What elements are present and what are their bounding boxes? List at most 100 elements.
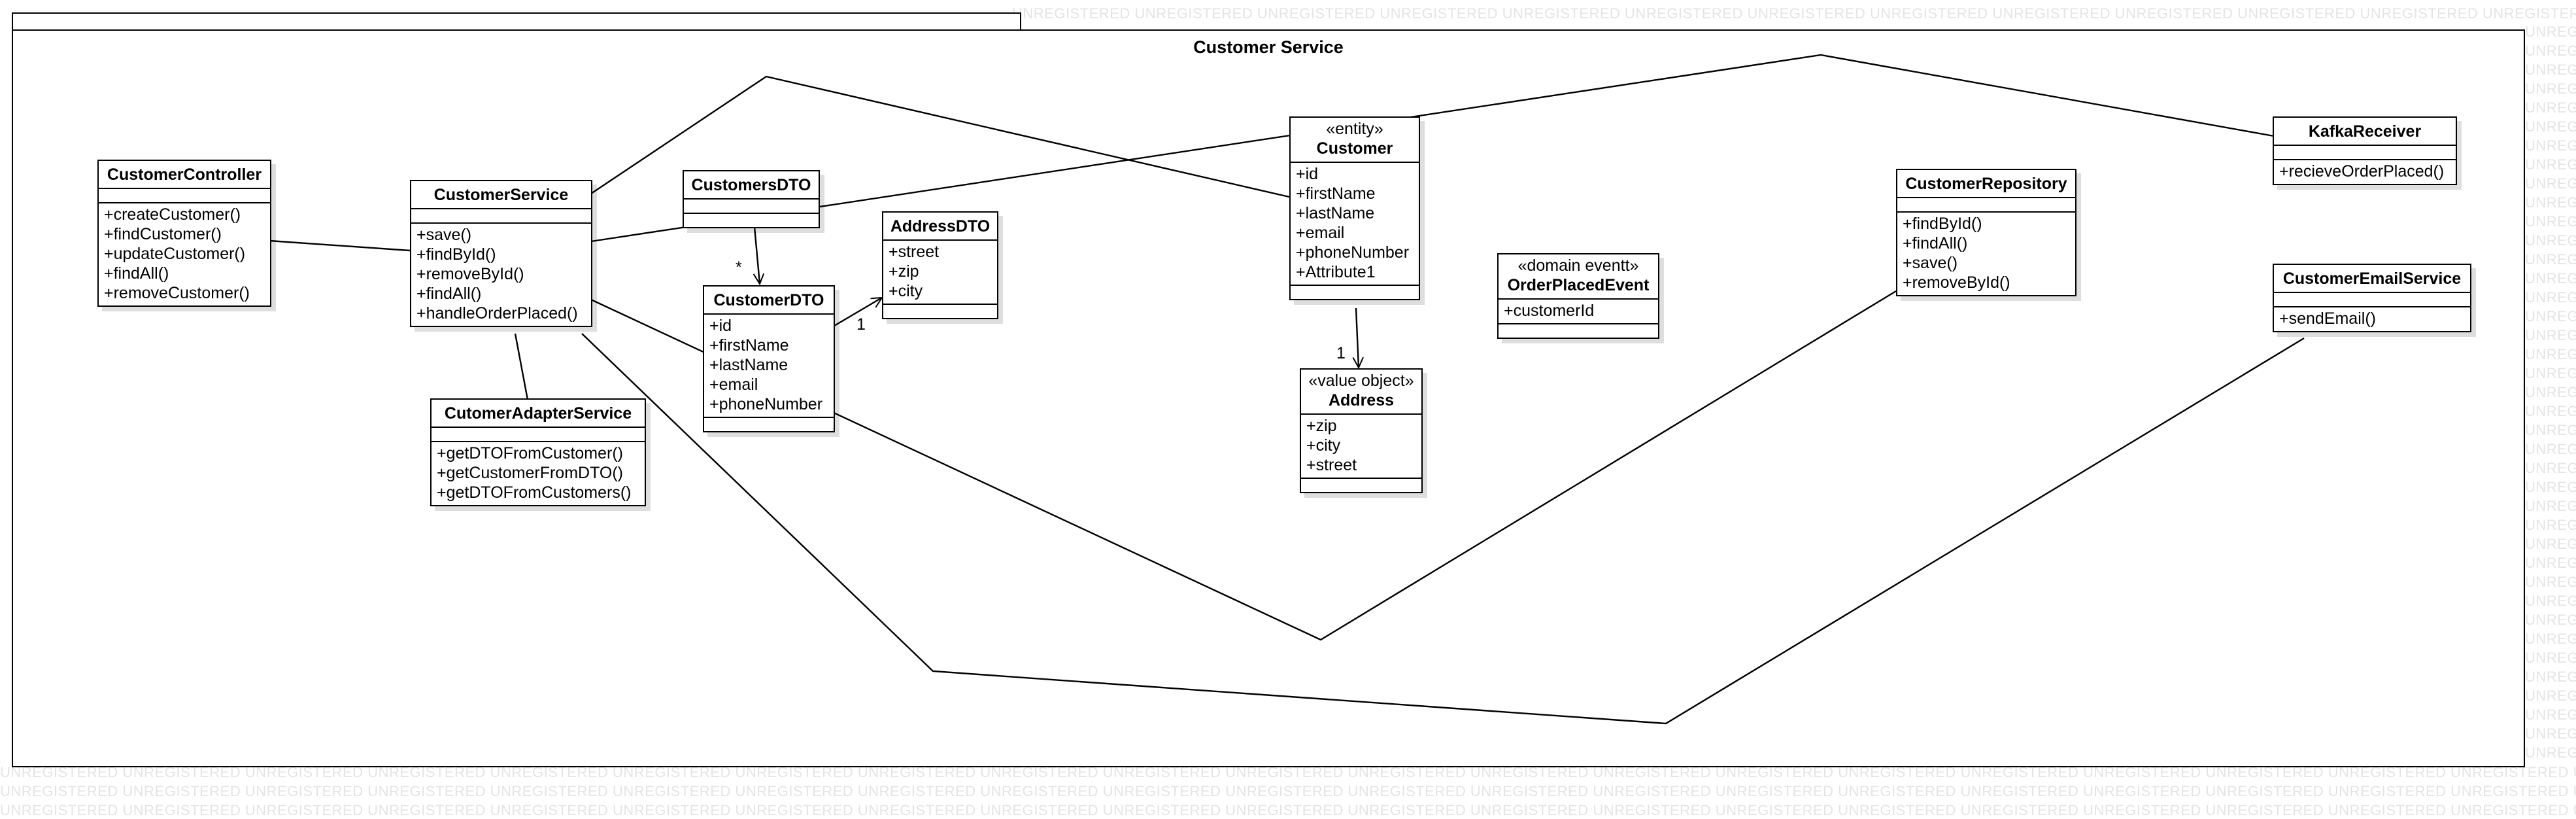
- watermark-text: UNREGISTERED UNREGISTERED UNREGISTERED U…: [2525, 403, 2576, 419]
- stereotype: «entity»: [1326, 120, 1383, 138]
- address-value-object-class[interactable]: «value object» Address +zip +city +stree…: [1300, 368, 1423, 493]
- watermark-text: UNREGISTERED UNREGISTERED UNREGISTERED U…: [0, 802, 2576, 818]
- customers-dto-class[interactable]: CustomersDTO: [683, 170, 820, 228]
- watermark-text: UNREGISTERED UNREGISTERED UNREGISTERED U…: [2525, 118, 2576, 135]
- watermark-text: UNREGISTERED UNREGISTERED UNREGISTERED U…: [2525, 24, 2576, 40]
- watermark-text: UNREGISTERED UNREGISTERED UNREGISTERED U…: [2525, 308, 2576, 324]
- attributes-compartment: +zip +city +street: [1301, 413, 1421, 478]
- watermark-text: UNREGISTERED UNREGISTERED UNREGISTERED U…: [2525, 365, 2576, 381]
- operation: +removeById(): [1903, 273, 2010, 292]
- watermark-text: UNREGISTERED UNREGISTERED UNREGISTERED U…: [2525, 536, 2576, 552]
- watermark-text: UNREGISTERED UNREGISTERED UNREGISTERED U…: [2525, 384, 2576, 400]
- attribute: +phoneNumber: [709, 395, 823, 413]
- operations-compartment: [1291, 285, 1419, 299]
- attribute: +street: [1306, 456, 1357, 474]
- watermark-text: UNREGISTERED UNREGISTERED UNREGISTERED U…: [2525, 175, 2576, 192]
- operation: +save(): [416, 226, 472, 244]
- watermark-text: UNREGISTERED UNREGISTERED UNREGISTERED U…: [2525, 270, 2576, 287]
- watermark-text: UNREGISTERED UNREGISTERED UNREGISTERED U…: [2525, 593, 2576, 609]
- operations-compartment: [684, 213, 819, 227]
- attribute: +customerId: [1504, 302, 1595, 320]
- multiplicity-many: *: [736, 258, 742, 277]
- attribute: +zip: [889, 262, 919, 281]
- watermark-text: UNREGISTERED UNREGISTERED UNREGISTERED U…: [2525, 232, 2576, 249]
- attribute: +zip: [1306, 417, 1337, 435]
- operation: +findCustomer(): [104, 225, 222, 243]
- class-name: CutomerAdapterService: [444, 404, 632, 423]
- operations-compartment: +recieveOrderPlaced(): [2274, 159, 2456, 184]
- watermark-text: UNREGISTERED UNREGISTERED UNREGISTERED U…: [2525, 612, 2576, 628]
- attribute: +phoneNumber: [1296, 243, 1410, 262]
- customer-repository-class[interactable]: CustomerRepository +findById() +findAll(…: [1896, 169, 2076, 296]
- attribute: +id: [709, 317, 732, 335]
- watermark-text: UNREGISTERED UNREGISTERED UNREGISTERED U…: [2525, 706, 2576, 723]
- watermark-text: UNREGISTERED UNREGISTERED UNREGISTERED U…: [2525, 574, 2576, 590]
- operation: +recieveOrderPlaced(): [2279, 162, 2445, 181]
- stereotype: «domain eventt»: [1517, 256, 1639, 275]
- watermark-text: UNREGISTERED UNREGISTERED UNREGISTERED U…: [2525, 725, 2576, 742]
- watermark-text: UNREGISTERED UNREGISTERED UNREGISTERED U…: [2525, 650, 2576, 666]
- attributes-compartment: [2274, 145, 2456, 159]
- operations-compartment: [1499, 323, 1658, 338]
- multiplicity-one: 1: [1336, 344, 1346, 362]
- order-placed-event-class[interactable]: «domain eventt» OrderPlacedEvent +custom…: [1497, 253, 1659, 339]
- address-dto-class[interactable]: AddressDTO +street +zip +city: [882, 211, 998, 319]
- watermark-text: UNREGISTERED UNREGISTERED UNREGISTERED U…: [2525, 61, 2576, 78]
- operation: +getCustomerFromDTO(): [437, 464, 624, 482]
- attribute: +email: [1296, 224, 1345, 242]
- watermark-text: UNREGISTERED UNREGISTERED UNREGISTERED U…: [2525, 156, 2576, 173]
- attributes-compartment: [684, 198, 819, 213]
- class-name: OrderPlacedEvent: [1507, 276, 1650, 294]
- class-name: CustomerDTO: [713, 291, 824, 309]
- class-name: CustomerRepository: [1905, 175, 2067, 193]
- watermark-text: UNREGISTERED UNREGISTERED UNREGISTERED U…: [2525, 460, 2576, 476]
- class-name: KafkaReceiver: [2308, 122, 2422, 141]
- attributes-compartment: [1897, 197, 2075, 211]
- stereotype: «value object»: [1308, 372, 1414, 390]
- watermark-text: UNREGISTERED UNREGISTERED UNREGISTERED U…: [2525, 194, 2576, 211]
- watermark-text: UNREGISTERED UNREGISTERED UNREGISTERED U…: [2525, 441, 2576, 457]
- customer-entity-class[interactable]: «entity» Customer +id +firstName +lastNa…: [1289, 116, 1420, 300]
- watermark-text: UNREGISTERED UNREGISTERED UNREGISTERED U…: [2525, 669, 2576, 685]
- watermark-text: UNREGISTERED UNREGISTERED UNREGISTERED U…: [2525, 80, 2576, 97]
- watermark-text: UNREGISTERED UNREGISTERED UNREGISTERED U…: [2525, 213, 2576, 230]
- class-name: Customer: [1316, 139, 1393, 158]
- operations-compartment: [1301, 478, 1421, 492]
- customer-adapter-service-class[interactable]: CutomerAdapterService +getDTOFromCustome…: [430, 398, 646, 506]
- package-tab: [12, 12, 1021, 30]
- watermark-text: UNREGISTERED UNREGISTERED UNREGISTERED U…: [2525, 327, 2576, 343]
- watermark-text: UNREGISTERED UNREGISTERED UNREGISTERED U…: [2525, 251, 2576, 268]
- attributes-compartment: [99, 188, 270, 202]
- operations-compartment: [704, 417, 834, 431]
- attribute: +lastName: [1296, 204, 1375, 222]
- watermark-text: UNREGISTERED UNREGISTERED UNREGISTERED U…: [2525, 422, 2576, 438]
- attribute: +id: [1296, 165, 1319, 183]
- watermark-text: UNREGISTERED UNREGISTERED UNREGISTERED U…: [2525, 744, 2576, 761]
- operation: +getDTOFromCustomers(): [437, 483, 632, 502]
- operation: +getDTOFromCustomer(): [437, 444, 624, 462]
- operations-compartment: [883, 304, 997, 318]
- watermark-text: UNREGISTERED UNREGISTERED UNREGISTERED U…: [2525, 43, 2576, 59]
- customer-service-class[interactable]: CustomerService +save() +findById() +rem…: [410, 180, 592, 327]
- attribute: +firstName: [709, 336, 789, 355]
- operation: +findAll(): [104, 264, 169, 283]
- attributes-compartment: [2274, 292, 2470, 306]
- operation: +findById(): [1903, 215, 1982, 233]
- attributes-compartment: +street +zip +city: [883, 239, 997, 304]
- operation: +save(): [1903, 254, 1958, 272]
- customer-email-service-class[interactable]: CustomerEmailService +sendEmail(): [2273, 264, 2471, 332]
- attribute: +firstName: [1296, 184, 1376, 203]
- operation: +findAll(): [416, 285, 482, 303]
- kafka-receiver-class[interactable]: KafkaReceiver +recieveOrderPlaced(): [2273, 116, 2457, 185]
- customer-dto-class[interactable]: CustomerDTO +id +firstName +lastName +em…: [703, 285, 835, 432]
- attributes-compartment: +id +firstName +lastName +email +phoneNu…: [1291, 162, 1419, 285]
- customer-controller-class[interactable]: CustomerController +createCustomer() +fi…: [97, 160, 271, 307]
- operation: +removeCustomer(): [104, 284, 250, 302]
- class-name: CustomersDTO: [691, 176, 811, 194]
- watermark-text: UNREGISTERED UNREGISTERED UNREGISTERED U…: [2525, 99, 2576, 116]
- operations-compartment: +createCustomer() +findCustomer() +updat…: [99, 202, 270, 305]
- watermark-text: UNREGISTERED UNREGISTERED UNREGISTERED U…: [2525, 688, 2576, 704]
- watermark-text: UNREGISTERED UNREGISTERED UNREGISTERED U…: [2525, 479, 2576, 495]
- class-name: CustomerController: [107, 166, 262, 184]
- watermark-text: UNREGISTERED UNREGISTERED UNREGISTERED U…: [2525, 137, 2576, 154]
